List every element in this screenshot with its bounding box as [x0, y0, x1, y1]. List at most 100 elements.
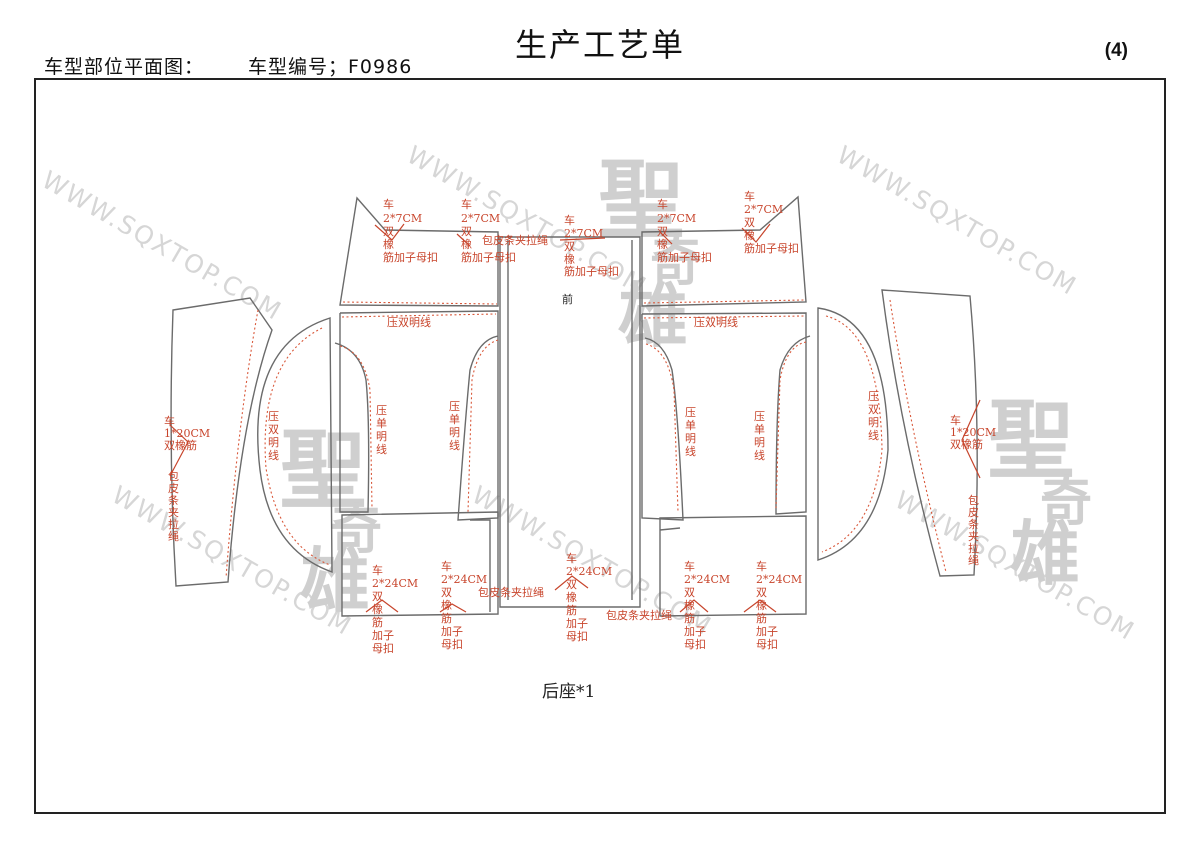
- svg-text:2*24CM: 2*24CM: [566, 565, 612, 578]
- annotation-single-line-1: 压 单 明 线: [376, 404, 387, 456]
- pattern-pieces: [169, 195, 981, 617]
- watermark-logo: 雄: [618, 274, 688, 357]
- svg-text:线: 线: [868, 428, 879, 442]
- svg-text:橡: 橡: [744, 229, 755, 242]
- flap-top-right: [641, 195, 807, 307]
- svg-text:橡: 橡: [564, 253, 575, 266]
- annotation-single-line-3: 压 单 明 线: [685, 406, 696, 458]
- watermark-text: WWW.SQXTOP.COM: [832, 140, 1082, 301]
- front-label: 前: [562, 292, 573, 306]
- svg-text:车: 车: [564, 213, 575, 227]
- watermark-logo: 聖: [280, 420, 366, 521]
- svg-text:双: 双: [657, 225, 668, 238]
- svg-text:包: 包: [968, 494, 979, 507]
- svg-text:明: 明: [449, 426, 460, 439]
- panel-bottom-right: [659, 515, 807, 617]
- svg-text:车: 车: [950, 413, 961, 427]
- svg-text:双: 双: [868, 403, 879, 416]
- annotation-top-left-1: 车 2*7CM 双 橡 筋加子母扣: [383, 197, 438, 264]
- watermark-logo: 奇: [1040, 472, 1092, 533]
- svg-text:夹: 夹: [168, 506, 179, 519]
- center-panel: [499, 236, 641, 608]
- svg-text:压: 压: [376, 404, 387, 417]
- svg-text:压: 压: [685, 406, 696, 419]
- svg-text:车: 车: [744, 189, 755, 203]
- annotation-double-line-right: 压双明线: [694, 315, 738, 329]
- svg-text:筋: 筋: [756, 611, 767, 625]
- page-number: (4): [1104, 40, 1128, 61]
- svg-text:双: 双: [564, 240, 575, 253]
- svg-text:母扣: 母扣: [684, 637, 706, 651]
- side-piece-left: [170, 297, 273, 587]
- watermark-logo: 雄: [1010, 512, 1080, 595]
- part-name: 后座*1: [542, 682, 595, 702]
- svg-text:皮: 皮: [168, 482, 179, 495]
- svg-text:拉: 拉: [968, 541, 979, 555]
- svg-text:条: 条: [968, 517, 979, 531]
- svg-text:母扣: 母扣: [566, 629, 588, 643]
- watermark-text: WWW.SQXTOP.COM: [37, 165, 287, 326]
- svg-text:单: 单: [449, 413, 460, 426]
- annotation-single-line-2: 压 单 明 线: [449, 400, 460, 452]
- svg-text:橡: 橡: [684, 599, 695, 612]
- svg-text:车: 车: [441, 559, 452, 573]
- svg-text:2*7CM: 2*7CM: [461, 212, 500, 225]
- annotation-double-line-v-left: 压 双 明 线: [268, 410, 279, 462]
- svg-text:车: 车: [164, 414, 175, 428]
- svg-text:母扣: 母扣: [756, 637, 778, 651]
- svg-text:2*7CM: 2*7CM: [744, 203, 783, 216]
- svg-text:母扣: 母扣: [372, 641, 394, 655]
- svg-text:车: 车: [684, 559, 695, 573]
- svg-text:2*24CM: 2*24CM: [441, 573, 487, 586]
- svg-text:双: 双: [461, 225, 472, 238]
- svg-text:双: 双: [566, 578, 577, 591]
- svg-text:加子: 加子: [566, 617, 588, 630]
- annotation-bottom-1: 车 2*24CM 双 橡 筋 加子 母扣: [372, 563, 418, 655]
- svg-text:橡: 橡: [441, 599, 452, 612]
- panel-right-main: [641, 312, 811, 521]
- watermark-logo: 聖: [988, 390, 1074, 491]
- annotation-side-right: 车 1*20CM 双橡筋: [950, 413, 996, 451]
- svg-text:橡: 橡: [657, 238, 668, 251]
- svg-text:拉: 拉: [168, 517, 179, 531]
- svg-text:线: 线: [376, 442, 387, 456]
- svg-text:双: 双: [372, 590, 383, 603]
- svg-text:包: 包: [168, 470, 179, 483]
- watermark-logo: 奇: [650, 232, 702, 293]
- svg-text:加子: 加子: [372, 629, 394, 642]
- svg-text:车: 车: [372, 563, 383, 577]
- crescent-right: [817, 307, 889, 561]
- svg-text:筋: 筋: [441, 611, 452, 625]
- svg-text:橡: 橡: [461, 238, 472, 251]
- annotation-side-left: 车 1*20CM 双橡筋: [164, 414, 210, 452]
- svg-text:双: 双: [441, 586, 452, 599]
- crescent-left: [257, 317, 333, 573]
- plan-label: 车型部位平面图：: [44, 56, 205, 78]
- svg-text:压: 压: [268, 410, 279, 423]
- annotation-bottom-2: 车 2*24CM 双 橡 筋 加子 母扣: [441, 559, 487, 651]
- svg-text:加子: 加子: [684, 625, 706, 638]
- svg-text:线: 线: [754, 448, 765, 462]
- svg-text:筋: 筋: [684, 611, 695, 625]
- annotation-bottom-center: 车 2*24CM 双 橡 筋 加子 母扣: [566, 551, 612, 643]
- drawing-frame: [34, 78, 1166, 814]
- svg-text:明: 明: [268, 436, 279, 449]
- svg-text:压: 压: [868, 390, 879, 403]
- svg-text:绳: 绳: [168, 529, 179, 543]
- svg-text:加子: 加子: [441, 625, 463, 638]
- annotation-top-right-2: 车 2*7CM 双 橡 筋加子母扣: [744, 189, 799, 255]
- annotation-single-line-4: 压 单 明 线: [754, 410, 765, 462]
- svg-text:橡: 橡: [756, 599, 767, 612]
- annotation-strap-top: 包皮条夹拉绳: [482, 233, 548, 247]
- svg-text:2*24CM: 2*24CM: [684, 573, 730, 586]
- svg-text:双橡筋: 双橡筋: [950, 437, 983, 451]
- svg-text:橡: 橡: [566, 591, 577, 604]
- svg-text:双橡筋: 双橡筋: [164, 438, 197, 452]
- flap-top-left: [339, 196, 499, 307]
- annotation-strap-v-left: 包 皮 条 夹 拉 绳: [168, 470, 179, 543]
- annotation-top-left-2: 车 2*7CM 双 橡 筋加子母扣: [461, 197, 516, 264]
- annotation-strap-bottom-left: 包皮条夹拉绳: [478, 585, 544, 599]
- svg-text:压: 压: [754, 410, 765, 423]
- svg-text:筋加子母扣: 筋加子母扣: [461, 250, 516, 264]
